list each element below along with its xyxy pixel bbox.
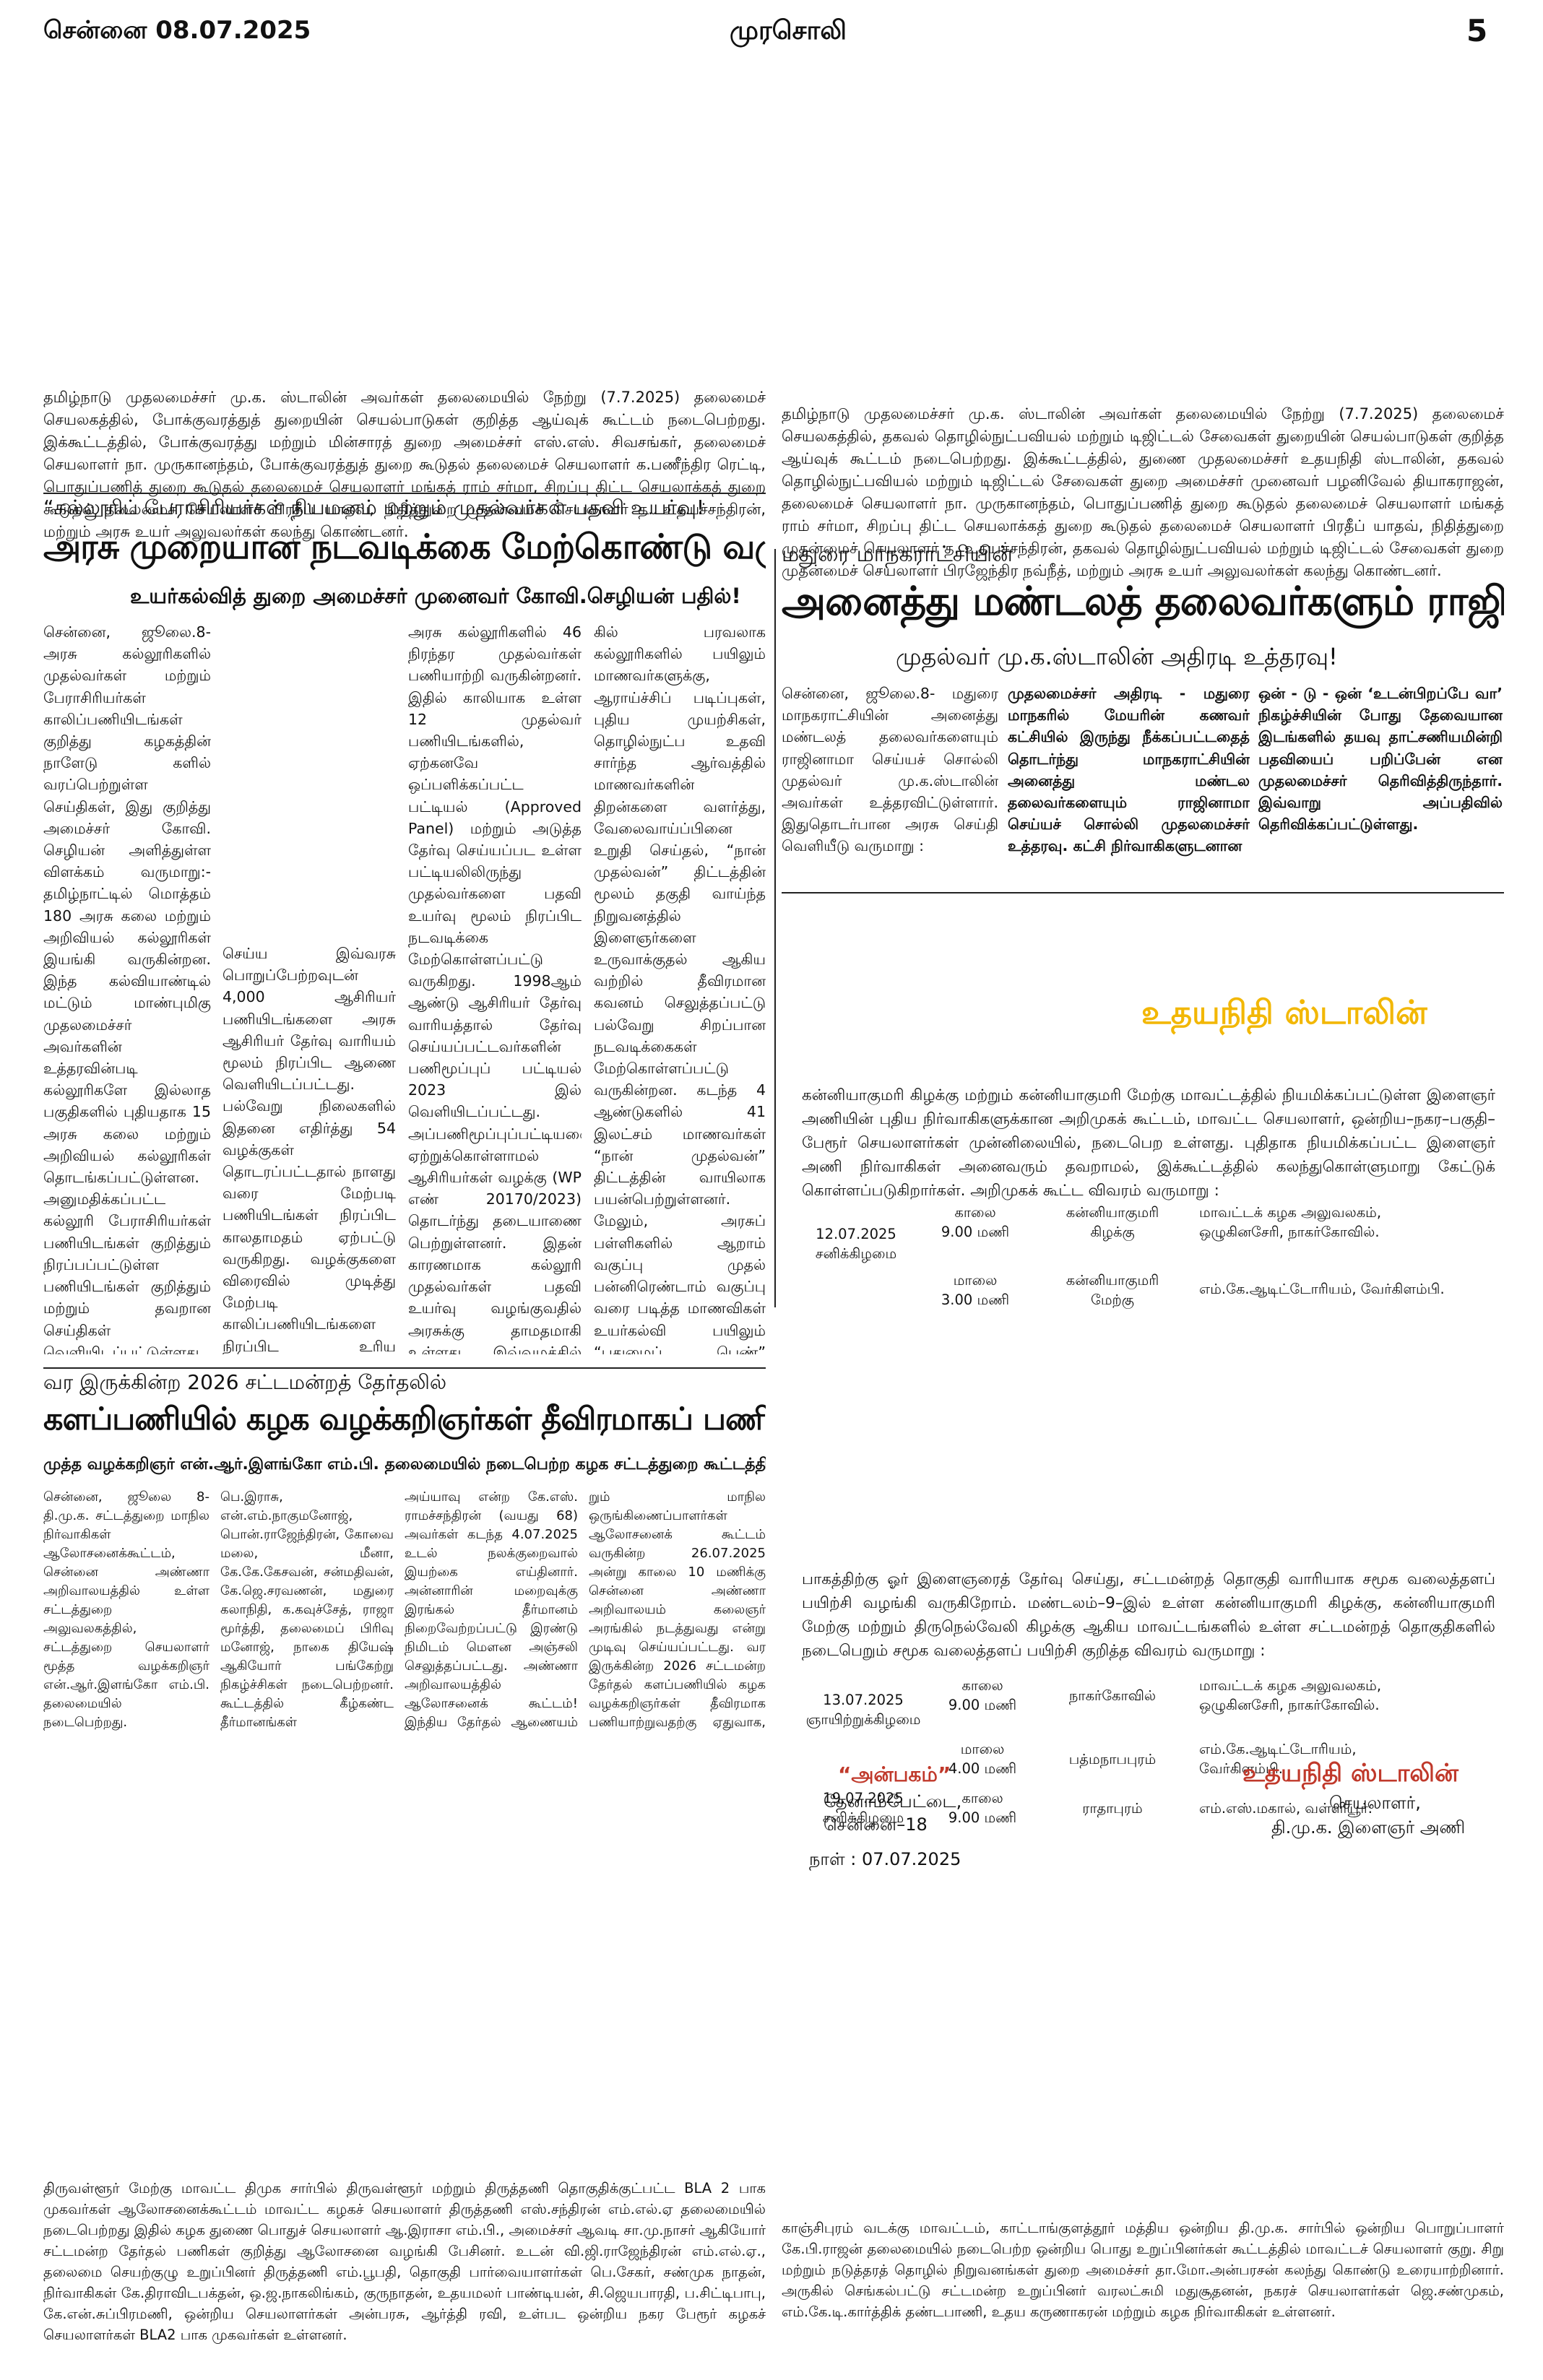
ad2-row2-hour: 4.00 மணி xyxy=(948,1760,1017,1777)
photo-transport-meeting xyxy=(43,65,766,383)
divider xyxy=(43,493,766,494)
story1-col1: சென்னை, ஜூலை.8- அரசு கல்லூரிகளில் முதல்வ… xyxy=(43,623,211,1354)
divider xyxy=(43,1367,766,1369)
ad2-schedule: 13.07.2025 ஞாயிற்றுக்கிழமை காலை 9.00 மணி… xyxy=(795,1676,1503,1827)
ad1-venue1: மாவட்டக் கழக அலுவலகம், xyxy=(1199,1204,1382,1221)
ad1-schedule: 12.07.2025 சனிக்கிழமை காலை 9.00 மணி கன்ன… xyxy=(795,1203,1503,1310)
ad1-body: கன்னியாகுமரி கிழக்கு மற்றும் கன்னியாகுமர… xyxy=(802,1086,1495,1200)
ad1-name: உதயநிதி ஸ்டாலின் xyxy=(1141,993,1427,1031)
story3-headline: அனைத்து மண்டலத் தலைவர்களும் ராஜினாமா! xyxy=(782,578,1504,624)
ad2-signature-org: தி.மு.க. இளைஞர் அணி xyxy=(1271,1817,1466,1838)
story2-subhead: முத்த வழக்கறிஞர் என்.ஆர்.இளங்கோ எம்.பி. … xyxy=(43,1455,766,1474)
story3-kicker: மதுரை மாநகராட்சியின் xyxy=(782,542,1013,567)
story3-subhead: முதல்வர் மு.க.ஸ்டாலின் அதிரடி உத்தரவு! xyxy=(896,643,1338,670)
ad1-place1: கன்னியாகுமரி xyxy=(1066,1204,1159,1221)
ad2-row1-time: காலை xyxy=(961,1677,1003,1694)
bottom-right-caption: காஞ்சிபுரம் வடக்கு மாவட்டம், காட்டாங்குள… xyxy=(782,2220,1504,2320)
story3-col1: சென்னை, ஜூலை.8- மதுரை மாநகராட்சியின் அனை… xyxy=(782,685,998,855)
ad2-row3-venue: எம்.எஸ்.மகால், வள்ளியூர். xyxy=(1199,1800,1373,1817)
ad1-place1-sub: கிழக்கு xyxy=(1090,1224,1135,1240)
photo-it-meeting xyxy=(780,65,1503,383)
bottom-left-caption: திருவள்ளூர் மேற்கு மாவட்ட திமுக சார்பில்… xyxy=(43,2180,766,2343)
ad2-row1-venue-sub: ஒழுகினசேரி, நாகர்கோவில். xyxy=(1199,1697,1380,1713)
ad1-day: சனிக்கிழமை xyxy=(815,1245,897,1262)
ad2-row2-place: பத்மநாபபுரம் xyxy=(1068,1751,1157,1767)
story1-kicker: “கல்லூரிப் பேராசிரியர்கள் நியமனம் மற்றும… xyxy=(43,496,705,519)
divider xyxy=(782,892,1504,893)
ad2-row2-venue-sub: வேர்கிளம்பி. xyxy=(1199,1760,1283,1777)
ad1-venue2: எம்.கே.ஆடிட்டோரியம், வேர்கிளம்பி. xyxy=(1199,1281,1445,1297)
story2-headline: களப்பணியில் கழக வழக்கறிஞர்கள் தீவிரமாகப்… xyxy=(43,1401,766,1437)
photo-udhayanidhi xyxy=(787,903,1004,1069)
ad2-signature-name: உதயநிதி ஸ்டாலின் xyxy=(1242,1759,1458,1788)
ad2-row1-place: நாகர்கோவில் xyxy=(1068,1687,1157,1704)
ad2-address-line2: சென்னை–18 xyxy=(824,1814,928,1835)
ad2-signature-title: செயலாளர், xyxy=(1329,1793,1421,1813)
ad2-office: “அன்பகம்” xyxy=(838,1762,951,1786)
ad2-row2-venue: எம்.கே.ஆடிட்டோரியம், xyxy=(1199,1741,1357,1757)
ad1-time1: காலை xyxy=(954,1204,996,1221)
column-divider xyxy=(774,549,776,1307)
ad2-address-line1: தேனாம்பேட்டை, xyxy=(824,1791,962,1812)
ad2-body: பாகத்திற்கு ஓர் இளைஞரைத் தேர்வு செய்து, … xyxy=(802,1570,1495,1660)
ad1-time1-hour: 9.00 மணி xyxy=(941,1224,1010,1240)
story1-subhead: உயர்கல்வித் துறை அமைச்சர் முனைவர் கோவி.ச… xyxy=(130,584,741,608)
story2-col4: றும் மாநில ஒருங்கிணைப்பாளர்கள் ஆலோசனைக் … xyxy=(589,1489,766,1730)
story1-col4: கில் பரவலாக கல்லூரிகளில் பயிலும் மாணவர்க… xyxy=(594,623,766,1354)
photo-tiruvallur-meeting xyxy=(795,1892,1503,2181)
ad2-row1-hour: 9.00 மணி xyxy=(948,1697,1017,1713)
ad1-time2: மாலை xyxy=(953,1272,998,1289)
ad2-row3-time: காலை xyxy=(961,1790,1003,1806)
ad1-place2: கன்னியாகுமரி xyxy=(1066,1272,1159,1289)
ad2-row3-date: 19.07.2025 xyxy=(823,1790,904,1806)
story1-col2: செய்ய இவ்வரசு பொறுப்பேற்றவுடன் 4,000 ஆசி… xyxy=(222,945,396,1354)
story2-col2: பெ.இராசு, என்.எம்.நாகுமனோஜ், பொன்.ராஜேந்… xyxy=(220,1489,394,1730)
story1-col3: அரசு கல்லூரிகளில் 46 நிரந்தர முதல்வர்கள்… xyxy=(408,623,582,1354)
photo-minister xyxy=(222,621,396,932)
story3-col3: ஒன் - டு - ஒன் ‘உடன்பிறப்பே வா’ நிகழ்ச்ச… xyxy=(1258,685,1503,834)
ad1-place2-sub: மேற்கு xyxy=(1090,1291,1135,1308)
story2-col1: சென்னை, ஜூலை 8- தி.மு.க. சட்டத்துறை மாநி… xyxy=(43,1489,209,1730)
ad2-row3-hour: 9.00 மணி xyxy=(948,1809,1017,1826)
photo-legal-wing-meeting xyxy=(43,1748,766,2160)
ad2-row1-venue: மாவட்டக் கழக அலுவலகம், xyxy=(1199,1677,1382,1694)
story2-col3: அய்யாவு என்ற கே.எஸ். ராமச்சந்திரன் (வயது… xyxy=(405,1489,578,1730)
dateline: சென்னை 08.07.2025 xyxy=(43,16,311,45)
ad2-dateline: நாள் : 07.07.2025 xyxy=(809,1849,961,1869)
story1-headline: அரசு முறையான நடவடிக்கை மேற்கொண்டு வருகிற… xyxy=(43,527,766,567)
ad1-venue1-sub: ஒழுகினசேரி, நாகர்கோவில். xyxy=(1199,1224,1380,1240)
ad1-date: 12.07.2025 xyxy=(816,1226,896,1242)
ad2-row2-time: மாலை xyxy=(960,1741,1005,1757)
ad2-row3-place: ராதாபுரம் xyxy=(1082,1800,1143,1817)
story2-kicker: வர இருக்கின்ற 2026 சட்டமன்றத் தேர்தலில் xyxy=(43,1370,447,1394)
ad2-row1-day: ஞாயிற்றுக்கிழமை xyxy=(805,1711,921,1728)
ad2-row3-day: சனிக்கிழமை xyxy=(822,1809,904,1826)
page-number: 5 xyxy=(1466,13,1488,48)
story3-col2: முதலமைச்சர் அதிரடி - மதுரை மாநகரில் மேயர… xyxy=(1008,685,1250,855)
ad1-time2-hour: 3.00 மணி xyxy=(941,1291,1010,1308)
paper-name: முரசொலி xyxy=(730,16,847,46)
photo-caption-it: தமிழ்நாடு முதலமைச்சர் மு.க. ஸ்டாலின் அவர… xyxy=(782,405,1504,579)
ad2-row1-date: 13.07.2025 xyxy=(823,1692,904,1708)
